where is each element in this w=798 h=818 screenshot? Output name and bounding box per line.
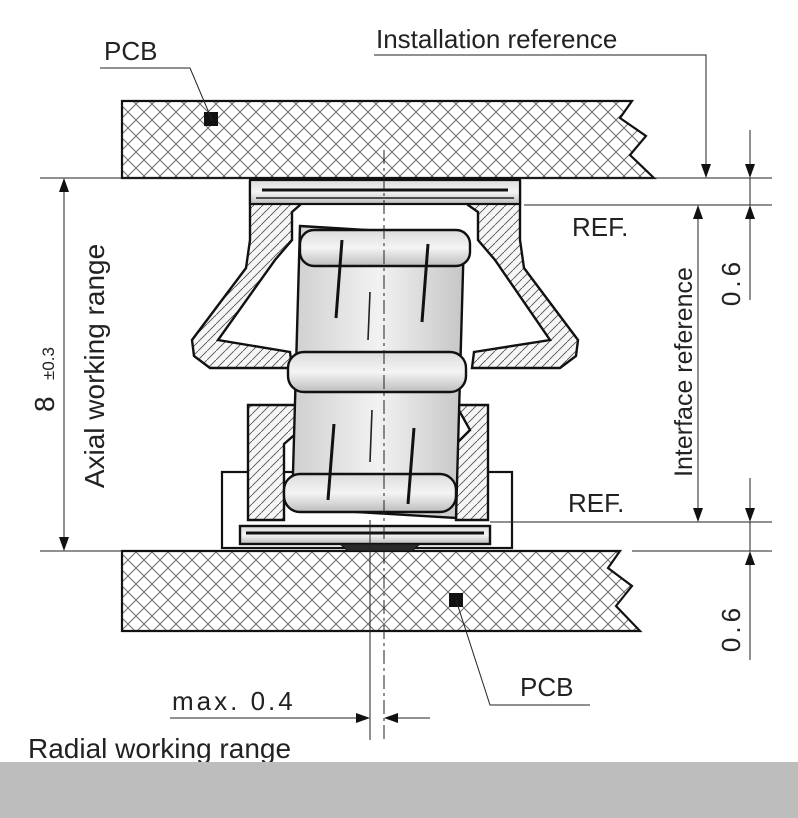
interface-reference-dimension <box>693 205 703 522</box>
pcb-bottom-board <box>120 549 643 633</box>
dim-bottom-value: 0.6 <box>716 604 746 652</box>
axial-working-range-label: Axial working range <box>79 244 110 488</box>
installation-reference-label: Installation reference <box>376 24 617 54</box>
axial-value: 8 <box>29 396 60 412</box>
axial-tolerance: ±0.3 <box>39 347 58 380</box>
dim-top-arrows <box>745 130 755 300</box>
interface-reference-label: Interface reference <box>670 267 698 477</box>
radial-working-range-label: Radial working range <box>28 733 291 764</box>
installation-reference-leader <box>374 54 711 178</box>
ref-top-label: REF. <box>572 212 628 242</box>
dim-top-value: 0.6 <box>716 258 746 306</box>
axial-dimension <box>59 178 69 551</box>
pcb-bottom-label: PCB <box>520 672 573 702</box>
reference-lines <box>40 177 772 552</box>
radial-dimension <box>170 713 430 723</box>
pcb-top-leader <box>100 67 213 121</box>
upper-housing <box>190 178 580 370</box>
bottom-gray-band <box>0 762 798 818</box>
pcb-top-label: PCB <box>104 36 157 66</box>
radial-max-label: max. 0.4 <box>172 686 296 716</box>
ref-bottom-label: REF. <box>568 488 624 518</box>
dim-bottom-arrows <box>745 478 755 660</box>
contact-barrel <box>282 224 472 520</box>
pcb-top-board <box>120 99 657 180</box>
pcb-bottom-leader <box>455 599 590 706</box>
center-axis-lines <box>369 150 385 740</box>
